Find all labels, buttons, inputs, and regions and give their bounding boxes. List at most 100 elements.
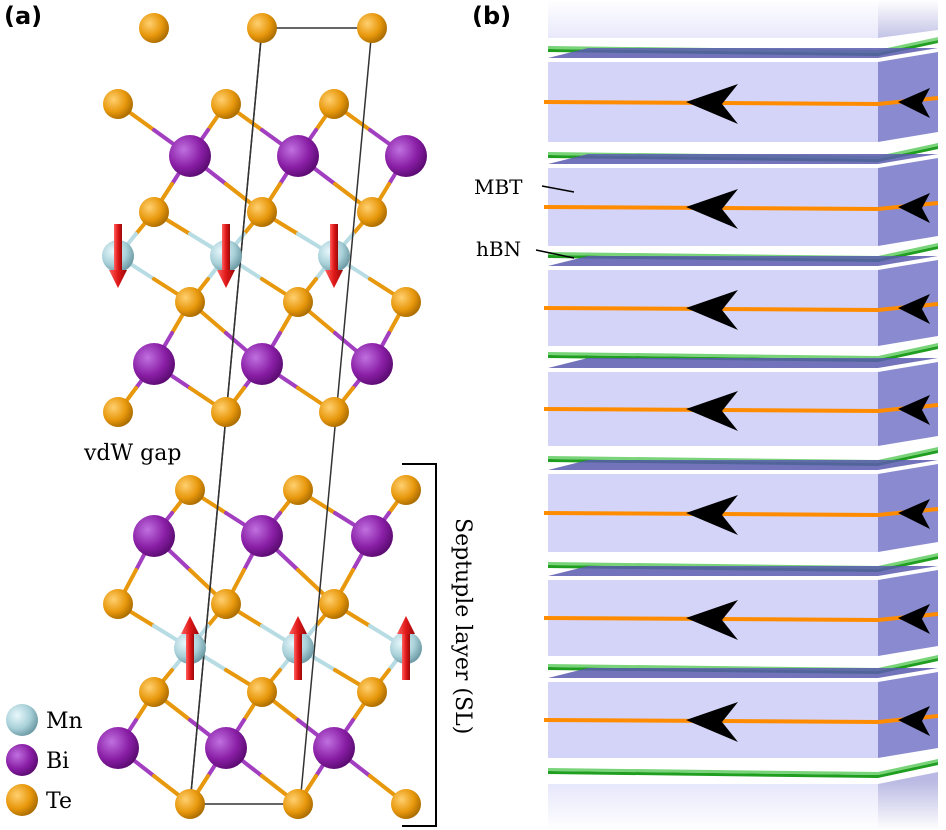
te-atom	[357, 197, 387, 227]
mbt-pointer	[541, 185, 575, 193]
te-atom	[283, 475, 313, 505]
arrow-shaft	[114, 224, 122, 272]
edge-arrow	[898, 706, 930, 736]
te-atom	[211, 89, 241, 119]
bi-atom	[241, 515, 283, 557]
top-fade	[540, 0, 946, 44]
bi-atom	[313, 727, 355, 769]
spin-arrow-down	[325, 224, 343, 288]
spin-arrow-down	[217, 224, 235, 288]
mbt-top-face	[548, 48, 938, 58]
mbt-layer	[543, 358, 939, 446]
mbt-layer	[543, 256, 939, 346]
legend-item-bi: Bi	[6, 744, 69, 776]
te-atom	[247, 677, 277, 707]
mbt-top-face	[548, 460, 938, 470]
mbt-layer	[543, 154, 939, 246]
edge-arrow	[686, 391, 738, 431]
mbt-layer	[543, 460, 939, 552]
te-atom	[391, 475, 421, 505]
te-atom	[175, 789, 205, 819]
hbn-sheet	[548, 762, 938, 778]
te-atom	[283, 287, 313, 317]
hbn-top	[548, 759, 938, 775]
arrow-shaft	[294, 632, 302, 680]
te-atom	[211, 589, 241, 619]
hbn-top	[548, 553, 938, 569]
spin-arrow-up	[289, 616, 307, 680]
legend: Mn Bi Te	[6, 704, 83, 816]
te-atom	[357, 677, 387, 707]
panel-b: (b) MBT hBN	[472, 0, 946, 830]
mbt-side-face	[878, 158, 938, 246]
arrow-head	[289, 616, 307, 634]
mbt-top-face	[548, 154, 938, 164]
mn-swatch	[6, 704, 38, 736]
arrow-shaft	[222, 224, 230, 272]
te-atom	[247, 197, 277, 227]
mbt-top-face	[548, 358, 938, 368]
edge-arrow	[898, 395, 930, 425]
hbn-layer	[548, 759, 938, 778]
edge-arrow	[898, 88, 930, 118]
mbt-side-face	[878, 362, 938, 446]
edge-arrow	[686, 290, 738, 330]
hbn-top	[548, 655, 938, 671]
te-atom	[103, 397, 133, 427]
heterostructure-stack	[543, 0, 939, 830]
edge-arrow	[686, 702, 738, 742]
mbt-side-face	[878, 570, 938, 656]
panel-b-label: (b)	[472, 2, 511, 30]
bi-swatch	[6, 744, 38, 776]
arrow-head	[397, 616, 415, 634]
mbt-side-face	[878, 260, 938, 346]
hbn-top	[548, 243, 938, 259]
bi-atom	[241, 343, 283, 385]
septuple-layer-bracket	[402, 463, 437, 827]
arrow-head	[109, 270, 127, 288]
mbt-layer	[543, 566, 939, 656]
vdw-gap-label: vdW gap	[83, 441, 181, 466]
bi-atom	[205, 727, 247, 769]
spin-arrow-up	[397, 616, 415, 680]
edge-arrow	[686, 600, 738, 640]
mbt-side-face	[878, 672, 938, 758]
arrow-shaft	[402, 632, 410, 680]
mbt-top-face	[548, 256, 938, 266]
legend-label-bi: Bi	[46, 749, 69, 774]
edge-arrow	[898, 499, 930, 529]
mbt-top-face	[548, 668, 938, 678]
edge-arrow	[898, 604, 930, 634]
mbt-layer	[543, 668, 939, 758]
mbt-top-face	[548, 566, 938, 576]
te-atom	[103, 589, 133, 619]
arrow-head	[217, 270, 235, 288]
te-atom	[391, 287, 421, 317]
hbn-label: hBN	[476, 237, 521, 261]
edge-arrow	[686, 189, 738, 229]
te-atom	[319, 89, 349, 119]
bi-atom	[133, 343, 175, 385]
te-atom	[283, 789, 313, 819]
arrow-shaft	[330, 224, 338, 272]
bi-atom	[351, 515, 393, 557]
edge-arrow	[686, 84, 738, 124]
te-atom	[139, 197, 169, 227]
edge-arrow	[898, 193, 930, 223]
hbn-top	[548, 343, 938, 359]
mbt-side-face	[878, 464, 938, 552]
panel-a-label: (a)	[4, 2, 42, 30]
hbn-top	[548, 447, 938, 463]
mbt-side-face	[878, 52, 938, 142]
mbt-layer	[543, 48, 939, 142]
bi-atom	[385, 135, 427, 177]
spin-arrows	[109, 224, 415, 680]
bi-atom	[277, 135, 319, 177]
bi-atom	[351, 343, 393, 385]
hbn-pointer	[535, 249, 575, 259]
legend-item-te: Te	[6, 784, 72, 816]
edge-arrow	[686, 495, 738, 535]
spin-arrow-down	[109, 224, 127, 288]
bi-atom	[169, 135, 211, 177]
